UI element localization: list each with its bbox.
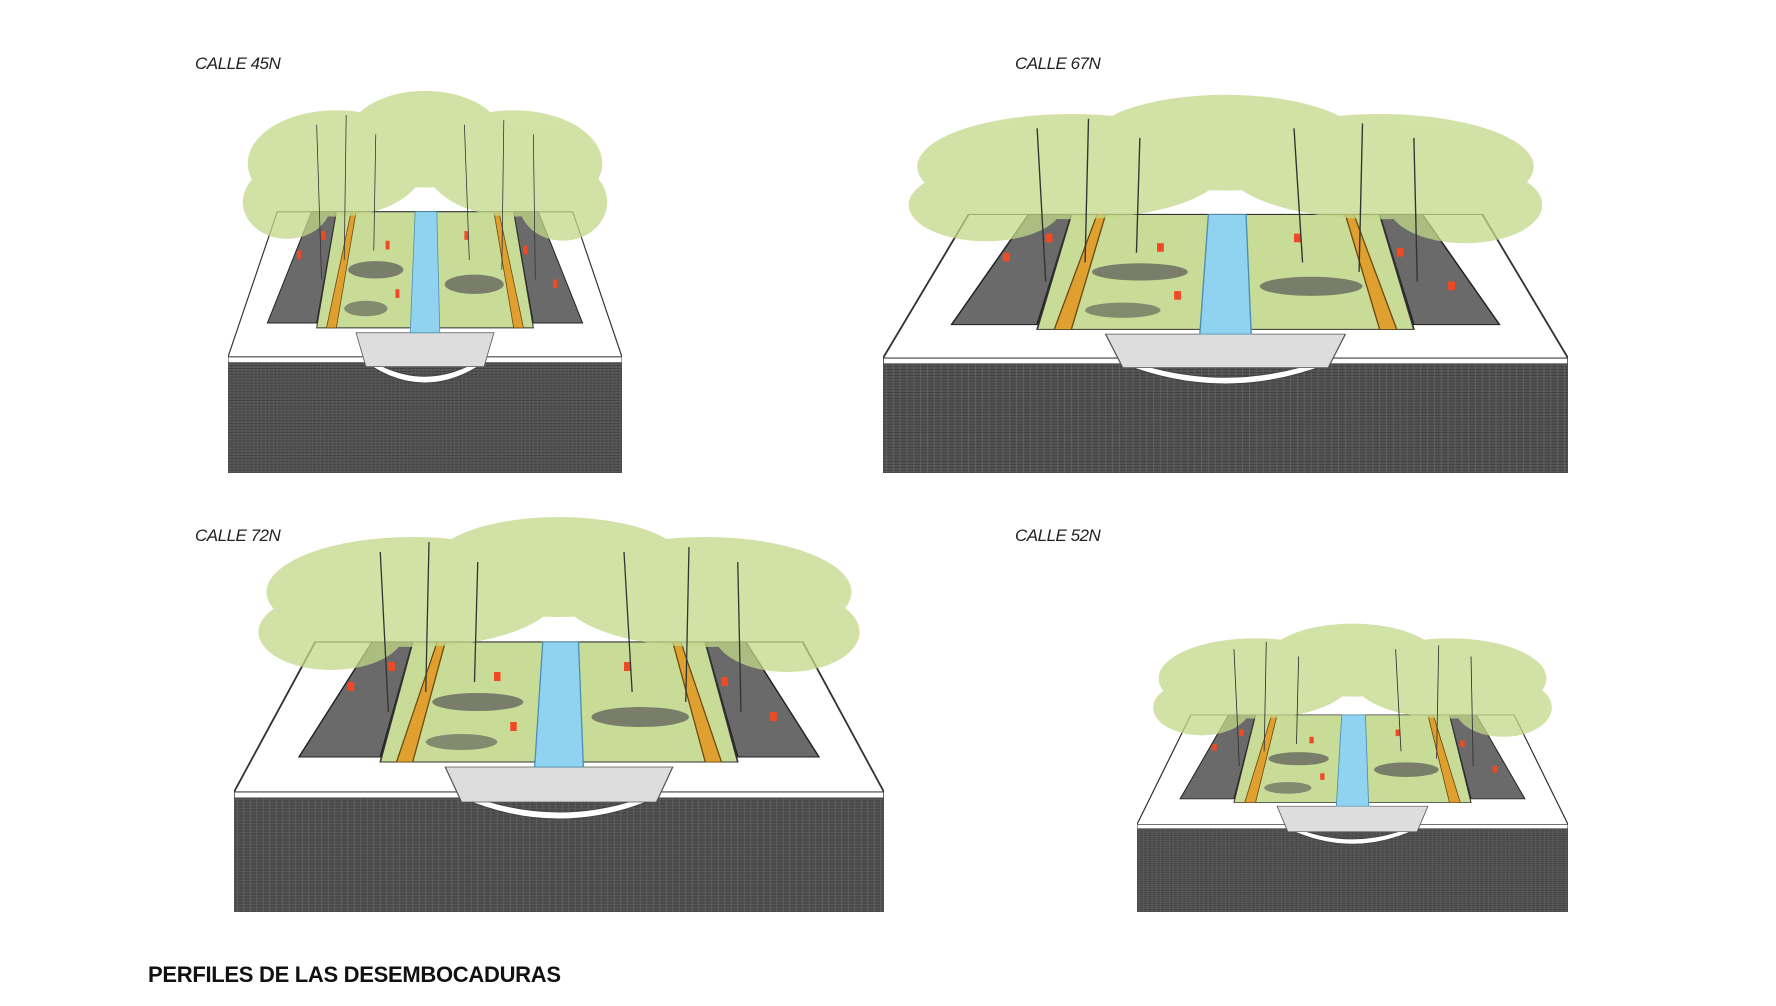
profile-diagram-calle-52n <box>1137 623 1568 912</box>
profile-diagram-calle-45n <box>228 90 622 473</box>
profile-diagram-calle-72n <box>234 516 884 912</box>
profile-label-calle-45n: CALLE 45N <box>195 54 281 73</box>
profile-diagram-calle-67n <box>883 93 1568 473</box>
profile-label-calle-52n: CALLE 52N <box>1015 526 1101 545</box>
page-title: PERFILES DE LAS DESEMBOCADURAS <box>148 962 561 987</box>
profile-label-calle-67n: CALLE 67N <box>1015 54 1101 73</box>
profile-label-calle-72n: CALLE 72N <box>195 526 281 545</box>
